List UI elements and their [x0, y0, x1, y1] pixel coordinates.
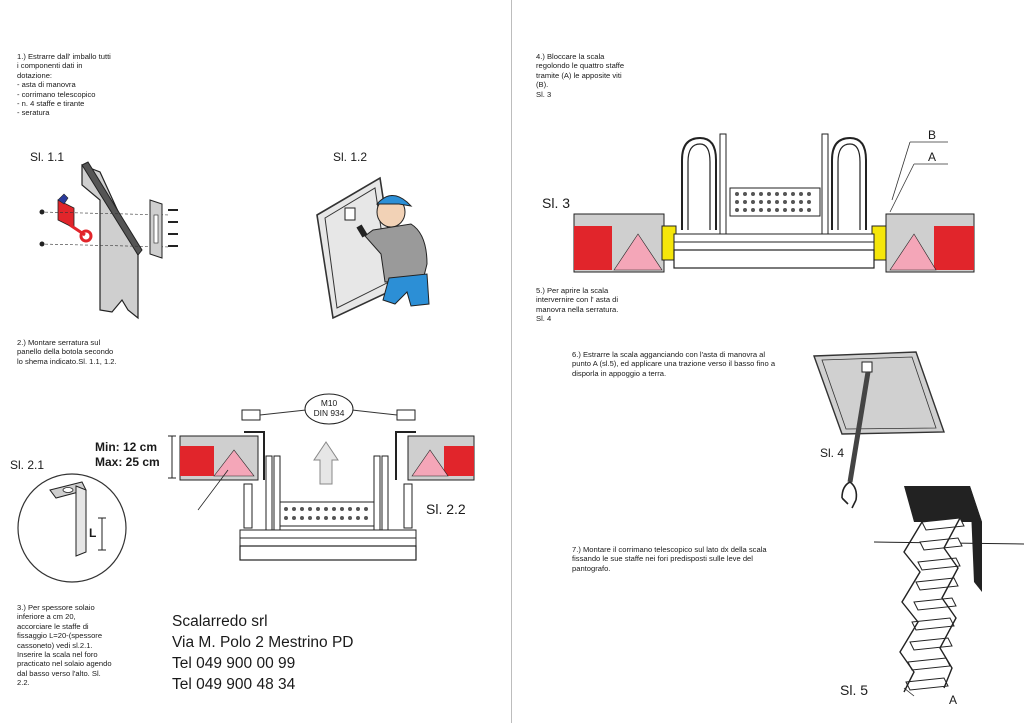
company-address: Via M. Polo 2 Mestrino PD [172, 634, 354, 651]
step3-text: 3.) Per spessore solaio inferiore a cm 2… [17, 603, 112, 688]
callout-a: A [928, 150, 937, 164]
left-page: 1.) Estrarre dall' imballo tutti i compo… [0, 0, 511, 723]
step4-text: 4.) Bloccare la scala regolondo le quatt… [536, 52, 625, 99]
bolt-spec-line1: M10 [320, 398, 338, 408]
fig-5-label: Sl. 5 [840, 682, 869, 698]
thickness-min: Min: 12 cm [95, 440, 158, 454]
company-phone-2: Tel 049 900 48 34 [172, 676, 296, 693]
company-phone-1: Tel 049 900 00 99 [172, 655, 296, 672]
step6-text: 6.) Estrarre la scala agganciando con l'… [572, 350, 776, 378]
page-divider [511, 0, 512, 723]
callout-b: B [928, 128, 937, 142]
bolt-callout [241, 393, 416, 485]
fig-2-1-label: Sl. 2.1 [10, 458, 45, 472]
right-page: 4.) Bloccare la scala regolondo le quatt… [512, 0, 1024, 723]
step1-text: 1.) Estrarre dall' imballo tutti i compo… [17, 52, 111, 118]
bracket-length-label: L [89, 526, 97, 540]
ceiling-section-drawing [168, 431, 475, 561]
thickness-max: Max: 25 cm [95, 455, 160, 469]
company-name: Scalarredo srl [172, 613, 268, 630]
bracket-detail-drawing [17, 473, 127, 583]
contact-block: Scalarredo srl Via M. Polo 2 Mestrino PD… [172, 611, 353, 695]
point-a-label: A [949, 693, 958, 707]
fig-3-label: Sl. 3 [542, 195, 571, 211]
fig-4-label: Sl. 4 [820, 446, 845, 460]
fig-1-2-label: Sl. 1.2 [333, 150, 368, 164]
fig-1-1-label: Sl. 1.1 [30, 150, 65, 164]
step5-text: 5.) Per aprire la scala intervernire con… [536, 286, 619, 324]
step7-text: 7.) Montare il corrimano telescopico sul… [572, 545, 767, 573]
hatch-pole-drawing [813, 351, 945, 509]
bolt-spec-line2: DIN 934 [313, 408, 345, 418]
folding-ladder-drawing [873, 486, 1024, 697]
locking-section-drawing [573, 133, 975, 273]
lock-assembly-drawing [39, 161, 178, 320]
worker-installing-drawing [316, 176, 430, 320]
fig-2-2-label: Sl. 2.2 [426, 501, 466, 517]
step2-text: 2.) Montare serratura sul panello della … [17, 338, 117, 366]
